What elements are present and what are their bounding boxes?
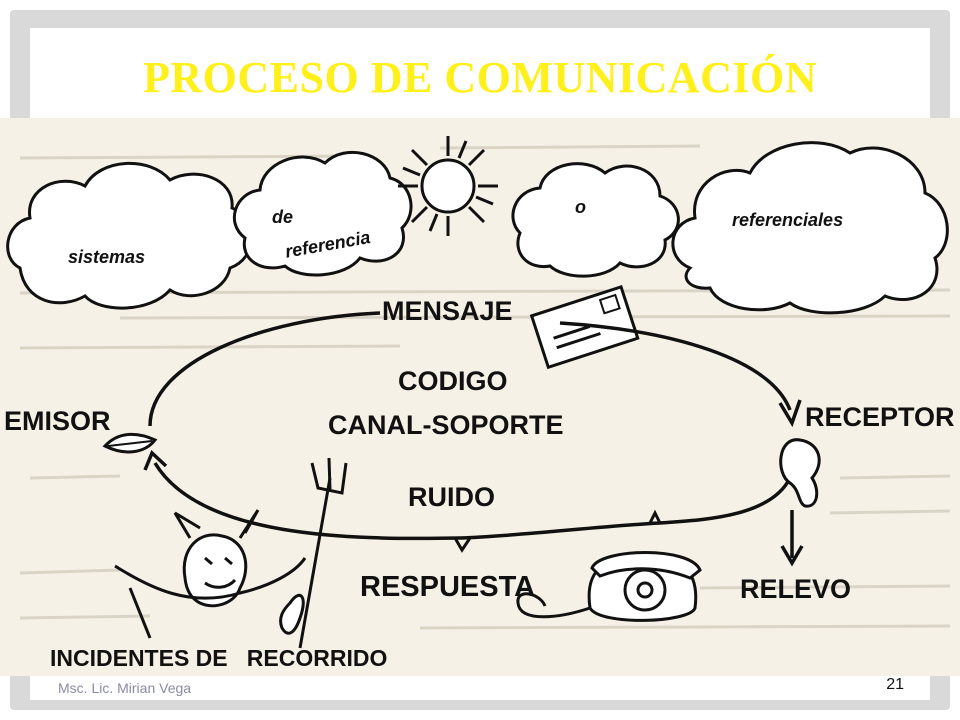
noise-notch-left [453,537,472,553]
page-number: 21 [886,676,904,693]
lips-icon [102,432,158,454]
devil-icon [114,509,307,639]
ear-icon [779,438,821,508]
relevo-arrow-head-icon [780,545,804,567]
cloud-de-referencia [232,150,413,277]
author-name: Msc. Lic. Mirian Vega [58,680,192,696]
cloud-label-de: de [272,207,293,227]
label-receptor: RECEPTOR [805,402,955,432]
arrow-to-emisor-icon [143,450,168,471]
cloud-o [511,162,680,278]
cloud-referenciales [671,141,949,315]
telephone-icon [516,551,702,622]
trident-icon [298,457,348,649]
cloud-label-o: o [575,197,586,217]
cloud-sistemas [6,161,254,310]
arrow-to-receptor-icon [778,399,802,428]
slide-title: PROCESO DE COMUNICACIÓN [143,53,817,102]
diagram-svg: sistemas de referencia [4,136,955,671]
noise-notch-right [648,509,662,524]
sun-icon [398,136,498,236]
title-band [30,28,930,120]
cloud-label-referenciales: referenciales [732,210,843,230]
envelope-icon [529,284,640,370]
communication-loop [148,311,792,541]
label-ruido: RUIDO [408,482,495,512]
label-mensaje: MENSAJE [382,296,513,326]
communication-diagram: sistemas de referencia [0,118,960,676]
label-incidentes-de-recorrido: INCIDENTES DE RECORRIDO [50,645,387,671]
label-relevo: RELEVO [740,574,851,604]
label-codigo: CODIGO [398,366,508,396]
label-respuesta: RESPUESTA [360,571,535,603]
label-canal-soporte: CANAL-SOPORTE [328,410,564,440]
label-emisor: EMISOR [4,406,111,436]
footer-band [30,676,930,700]
cloud-label-sistemas: sistemas [68,247,145,267]
